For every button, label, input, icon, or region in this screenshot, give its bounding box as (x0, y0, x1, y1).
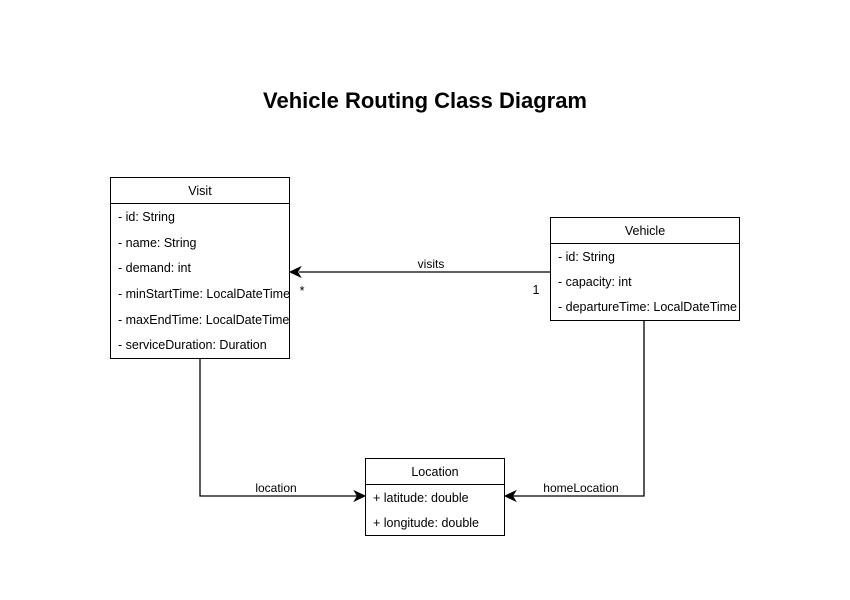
class-vehicle-attr-id: - id: String (558, 249, 615, 264)
edge-label-visits: visits (417, 257, 445, 271)
edge-label-home-location: homeLocation (543, 481, 619, 495)
class-visit-attr-min-start-time: - minStartTime: LocalDateTime (118, 286, 289, 301)
class-visit-attr-id: - id: String (118, 209, 175, 224)
class-location-attr-longitude: + longitude: double (373, 515, 479, 530)
multiplicity-visits-target: * (299, 284, 305, 298)
class-visit-name: Visit (111, 178, 289, 204)
edge-label-location: location (255, 481, 297, 495)
arrowhead-home-location (503, 489, 517, 503)
class-visit: Visit - id: String - name: String - dema… (110, 177, 290, 359)
class-vehicle: Vehicle - id: String - capacity: int - d… (550, 217, 740, 321)
diagram-title: Vehicle Routing Class Diagram (263, 88, 587, 113)
class-vehicle-name: Vehicle (551, 218, 739, 244)
class-vehicle-attr-capacity: - capacity: int (558, 274, 632, 289)
edge-location (199, 359, 367, 503)
arrowhead-location (353, 489, 367, 503)
class-visit-attr-max-end-time: - maxEndTime: LocalDateTime (118, 312, 289, 327)
class-location-attr-latitude: + latitude: double (373, 490, 469, 505)
edge-home-location (503, 321, 645, 503)
class-visit-attr-demand: - demand: int (118, 261, 191, 276)
class-visit-attr-name: - name: String (118, 235, 197, 250)
edge-visits (288, 265, 550, 279)
class-location: Location + latitude: double + longitude:… (365, 458, 505, 536)
class-location-name: Location (366, 459, 504, 485)
class-vehicle-attr-departure-time: - departureTime: LocalDateTime (558, 300, 738, 315)
arrowhead-visits (288, 265, 302, 279)
multiplicity-visits-source: 1 (532, 283, 540, 297)
class-visit-attr-service-duration: - serviceDuration: Duration (118, 338, 267, 353)
